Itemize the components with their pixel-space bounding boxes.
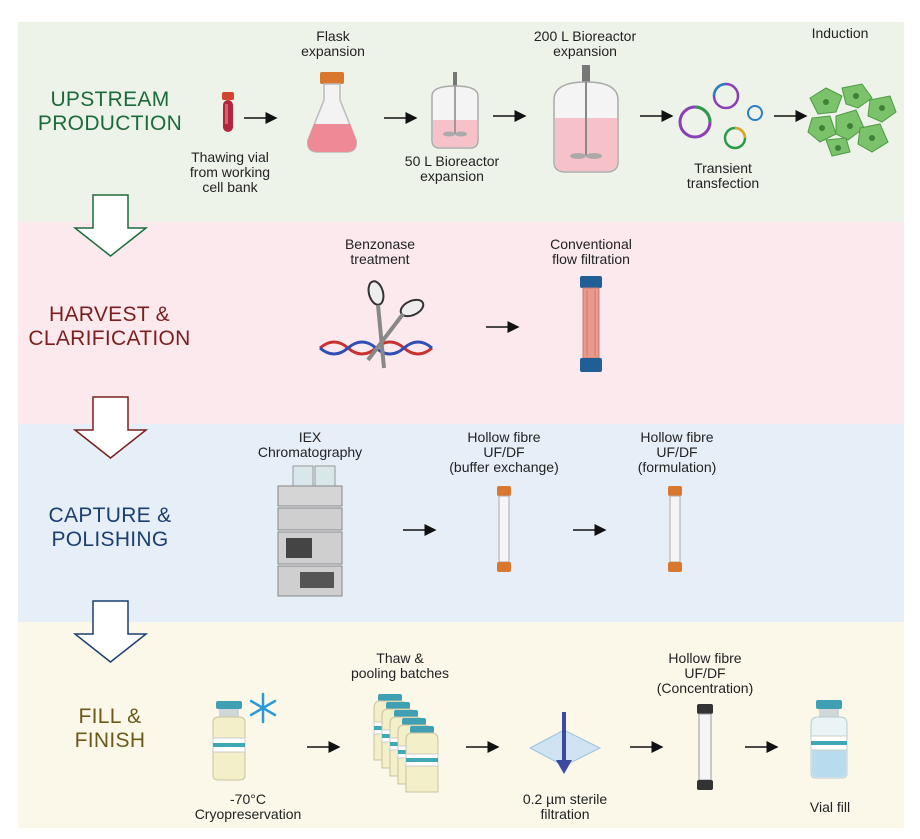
label-bioreactor-50: 50 L Bioreactor expansion — [404, 153, 500, 184]
hollow-fibre-formulation-icon — [668, 486, 682, 572]
capture-title: CAPTURE & POLISHING — [48, 504, 172, 551]
filter-cartridge-icon — [580, 276, 602, 372]
label-cff: Conventional flow filtration — [550, 236, 632, 267]
chromatography-system-icon — [277, 465, 343, 597]
label-hf-concentration: Hollow fibre UF/DF (Concentration) — [656, 650, 754, 696]
pooled-vials-icon — [373, 694, 439, 793]
membrane-filter-icon — [528, 712, 602, 774]
fill-section — [18, 622, 904, 828]
label-thawing-vial: Thawing vial from working cell bank — [189, 149, 271, 195]
vial-fill-icon — [810, 700, 848, 779]
down-arrow-upstream — [72, 194, 149, 257]
label-benzonase: Benzonase treatment — [344, 236, 416, 267]
scissors-icon — [366, 280, 425, 369]
upstream-title: UPSTREAM PRODUCTION — [37, 88, 183, 135]
label-hf-formulation: Hollow fibre UF/DF (formulation) — [637, 429, 717, 475]
fill-title: FILL & FINISH — [74, 705, 146, 752]
label-vial-fill: Vial fill — [809, 799, 851, 815]
bioreactor-50-icon — [431, 72, 479, 149]
capture-section — [18, 424, 904, 622]
label-bioreactor-200: 200 L Bioreactor expansion — [533, 28, 637, 59]
harvest-title: HARVEST & CLARIFICATION — [28, 303, 191, 350]
cells-icon — [807, 83, 897, 157]
label-hf-buffer: Hollow fibre UF/DF (buffer exchange) — [449, 429, 559, 475]
label-iex: IEX Chromatography — [257, 429, 363, 460]
label-transfection: Transient transfection — [686, 160, 760, 191]
plasmid-icon — [678, 82, 763, 150]
erlenmeyer-flask-icon — [306, 72, 358, 153]
label-induction: Induction — [811, 25, 869, 41]
blood-vial-icon — [222, 92, 234, 132]
down-arrow-capture — [72, 600, 149, 663]
cryo-vial-icon — [212, 701, 246, 781]
label-cryo: -70°C Cryopreservation — [194, 791, 302, 822]
label-flask: Flask expansion — [301, 28, 365, 59]
label-sterile: 0.2 µm sterile filtration — [522, 791, 608, 822]
down-arrow-harvest — [72, 396, 149, 459]
hollow-fibre-buffer-icon — [497, 486, 511, 572]
bioreactor-200-icon — [553, 65, 619, 173]
snowflake-icon — [249, 692, 277, 724]
hollow-fibre-concentration-icon — [697, 704, 713, 790]
harvest-section — [18, 222, 904, 424]
label-thaw-pool: Thaw & pooling batches — [350, 650, 450, 681]
